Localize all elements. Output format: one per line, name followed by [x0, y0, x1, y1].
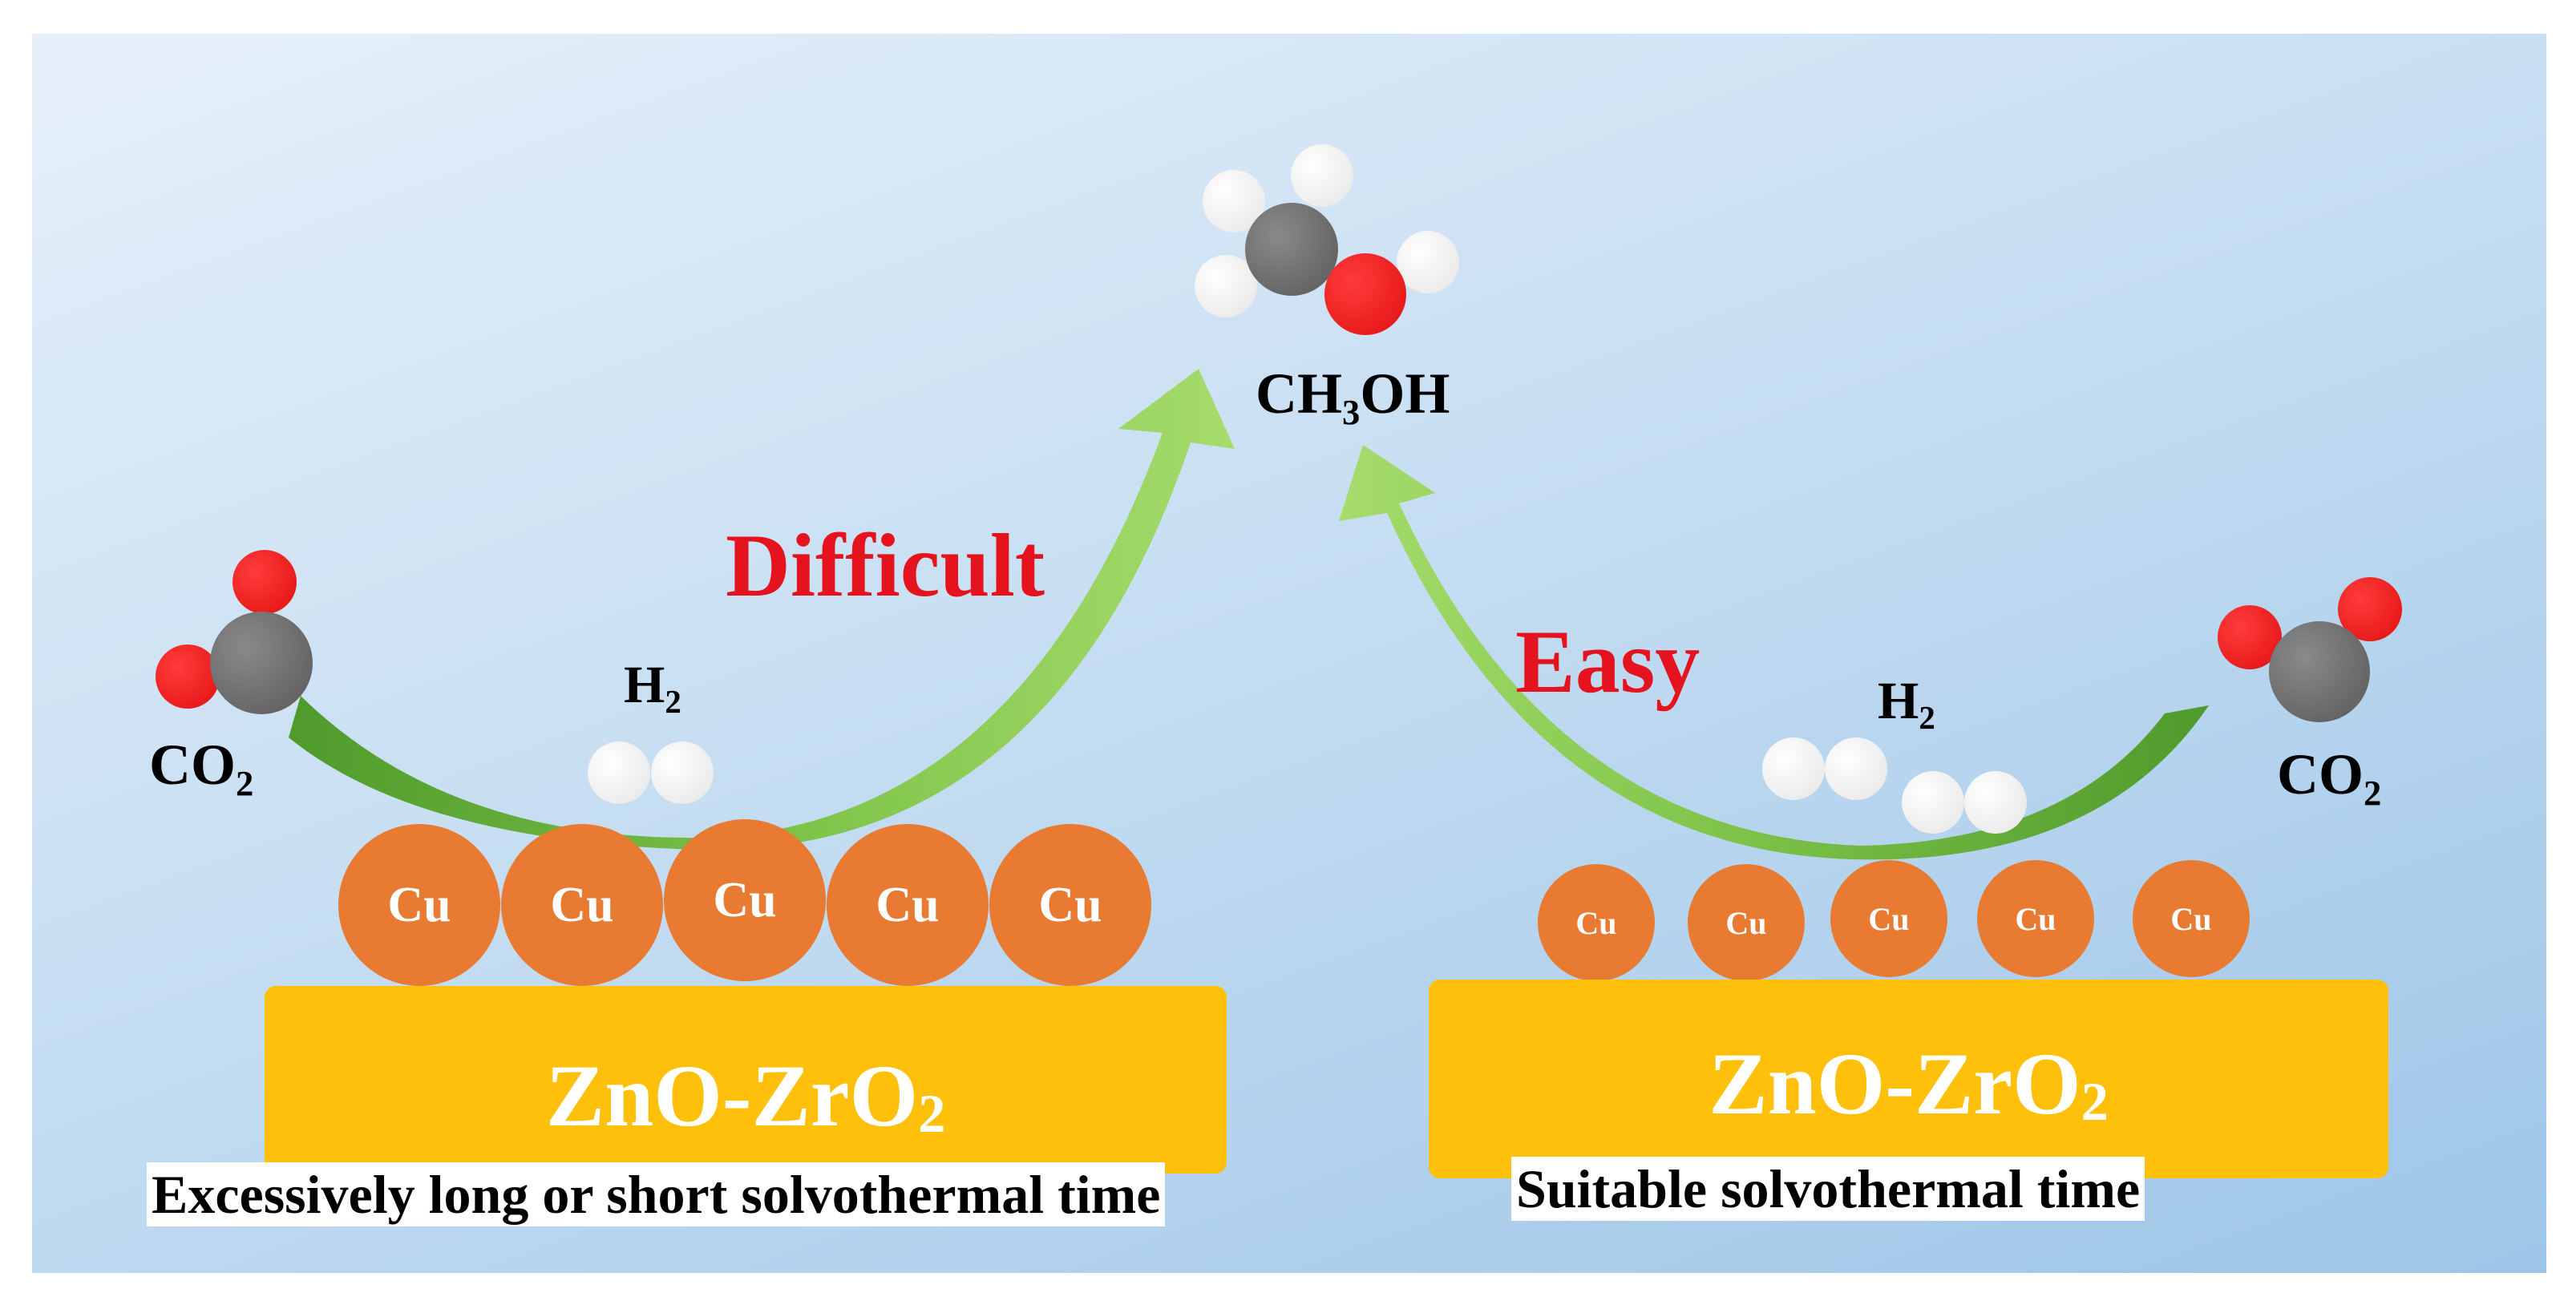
cu-particle: Cu: [989, 824, 1151, 986]
hydrogen-atom: [651, 741, 714, 804]
right-h2-formula: H2: [1878, 672, 1935, 737]
left-co2-formula: CO2: [149, 733, 254, 804]
easy-label: Easy: [1515, 612, 1700, 712]
difficult-label: Difficult: [726, 516, 1045, 616]
right-caption: Suitable solvothermal time: [1511, 1157, 2145, 1221]
cu-particle: Cu: [1538, 864, 1655, 981]
methanol-carbon-atom: [1245, 203, 1338, 296]
difficult-arrow: [289, 369, 1235, 850]
methanol-formula: CH3OH: [1256, 362, 1450, 433]
cu-particle: Cu: [827, 824, 989, 986]
hydrogen-atom: [1964, 771, 2027, 834]
cu-particle: Cu: [1977, 860, 2094, 977]
co2-oxygen-atom: [156, 644, 220, 709]
methanol-hydrogen-atom: [1195, 255, 1257, 317]
methanol-hydrogen-atom: [1291, 144, 1353, 207]
methanol-hydrogen-atom: [1397, 231, 1459, 293]
cu-particle: Cu: [2133, 860, 2250, 977]
co2-oxygen-atom: [233, 550, 297, 614]
left-caption: Excessively long or short solvothermal t…: [147, 1162, 1166, 1226]
cu-particle: Cu: [1688, 864, 1805, 981]
co2-carbon-atom: [2269, 621, 2370, 722]
hydrogen-atom: [1825, 737, 1887, 800]
easy-arrow: [1339, 445, 2209, 860]
cu-particle: Cu: [338, 824, 500, 986]
cu-particle: Cu: [1830, 860, 1947, 977]
hydrogen-atom: [588, 741, 650, 804]
cu-particle: Cu: [501, 824, 663, 986]
left-h2-formula: H2: [624, 656, 681, 721]
cu-particle: Cu: [664, 819, 826, 981]
right-co2-formula: CO2: [2277, 742, 2382, 814]
hydrogen-atom: [1902, 771, 1964, 834]
methanol-oxygen-atom: [1324, 253, 1406, 335]
hydrogen-atom: [1762, 737, 1825, 800]
co2-carbon-atom: [210, 612, 313, 714]
